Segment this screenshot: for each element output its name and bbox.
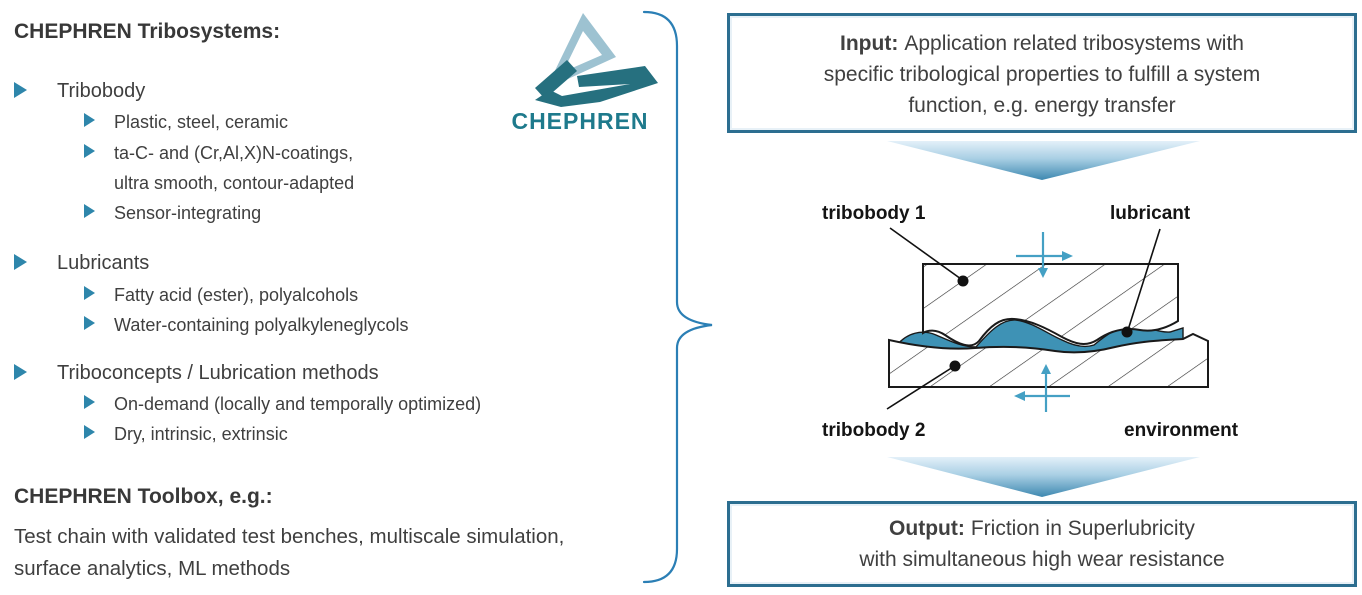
list-item-label: ultra smooth, contour-adapted xyxy=(114,173,355,193)
flow-arrow-down-icon xyxy=(887,457,1200,497)
list-item-label: Sensor-integrating xyxy=(114,203,262,223)
logo-ribbon-hook xyxy=(535,66,658,107)
label-environment: environment xyxy=(1124,420,1239,441)
label-tribobody1: tribobody 1 xyxy=(822,203,926,224)
input-line: Input:Application related tribosystems w… xyxy=(730,28,1354,59)
output-text: Friction in Superlubricity xyxy=(970,517,1195,540)
logo-ribbon-left xyxy=(535,60,577,99)
tribobody2-dot xyxy=(949,360,961,372)
list-item-label: Triboconcepts / Lubrication methods xyxy=(57,362,379,384)
input-line: function, e.g. energy transfer xyxy=(908,94,1176,117)
list-item: ta-C- and (Cr,Al,X)N-coatings, xyxy=(84,142,353,164)
toolbox-text: Test chain with validated test benches, … xyxy=(14,525,565,580)
bullet-triangle-icon xyxy=(84,425,95,439)
list-item-label: On-demand (locally and temporally optimi… xyxy=(114,394,482,414)
left-panel-title: CHEPHREN Tribosystems: xyxy=(14,20,281,43)
list-item: Tribobody xyxy=(14,79,145,103)
bullet-triangle-icon xyxy=(84,286,95,300)
bullet-triangle-icon xyxy=(14,364,27,380)
output-line: with simultaneous high wear resistance xyxy=(859,548,1225,571)
motion-arrows-top-icon xyxy=(1016,232,1073,278)
list-item: Triboconcepts / Lubrication methods xyxy=(14,361,379,385)
input-text: Application related tribosystems with xyxy=(904,32,1244,55)
list-item: Dry, intrinsic, extrinsic xyxy=(84,423,288,445)
input-line: specific tribological properties to fulf… xyxy=(823,63,1261,86)
bullet-triangle-icon xyxy=(14,254,27,270)
input-label: Input: xyxy=(840,32,899,55)
chephren-logo-icon xyxy=(535,13,658,107)
bullet-triangle-icon xyxy=(84,204,95,218)
list-item-label: Fatty acid (ester), polyalcohols xyxy=(114,285,359,305)
chephren-wordmark: CHEPHREN xyxy=(511,108,649,134)
list-item: On-demand (locally and temporally optimi… xyxy=(84,393,481,415)
bullet-triangle-icon xyxy=(84,316,95,330)
list-item: Lubricants xyxy=(14,251,149,275)
list-item: Water-containing polyalkyleneglycols xyxy=(84,314,408,336)
list-item-label: Lubricants xyxy=(57,252,150,274)
output-box: Output:Friction in Superlubricity with s… xyxy=(727,501,1357,587)
lubricant-dot xyxy=(1121,326,1133,338)
list-item: Plastic, steel, ceramic xyxy=(84,111,288,133)
list-item-label: Tribobody xyxy=(57,80,146,102)
flow-arrow-down-icon xyxy=(887,141,1200,180)
tribobody1-block xyxy=(922,263,1179,347)
output-label: Output: xyxy=(889,517,965,540)
label-lubricant: lubricant xyxy=(1110,203,1191,224)
input-box: Input:Application related tribosystems w… xyxy=(727,13,1357,133)
toolbox-title: CHEPHREN Toolbox, e.g.: xyxy=(14,485,273,508)
list-item-label: ta-C- and (Cr,Al,X)N-coatings, xyxy=(114,143,354,163)
tribobody1-dot xyxy=(957,275,969,287)
list-item-label: Plastic, steel, ceramic xyxy=(114,112,289,132)
bullet-triangle-icon xyxy=(84,113,95,127)
tribobody2-block xyxy=(888,332,1209,388)
lubricant-film xyxy=(896,319,1184,357)
label-tribobody2: tribobody 2 xyxy=(822,420,926,441)
motion-arrows-bottom-icon xyxy=(1014,364,1070,412)
bullet-triangle-icon xyxy=(84,144,95,158)
list-item-label: Dry, intrinsic, extrinsic xyxy=(114,424,288,444)
leader-lines xyxy=(886,227,1161,410)
bullet-triangle-icon xyxy=(14,82,27,98)
bullet-triangle-icon xyxy=(84,395,95,409)
list-item: Fatty acid (ester), polyalcohols xyxy=(84,284,358,306)
output-line: Output:Friction in Superlubricity xyxy=(730,513,1354,544)
list-item-label: Water-containing polyalkyleneglycols xyxy=(114,315,409,335)
list-item: ultra smooth, contour-adapted xyxy=(114,172,354,194)
list-item: Sensor-integrating xyxy=(84,202,261,224)
